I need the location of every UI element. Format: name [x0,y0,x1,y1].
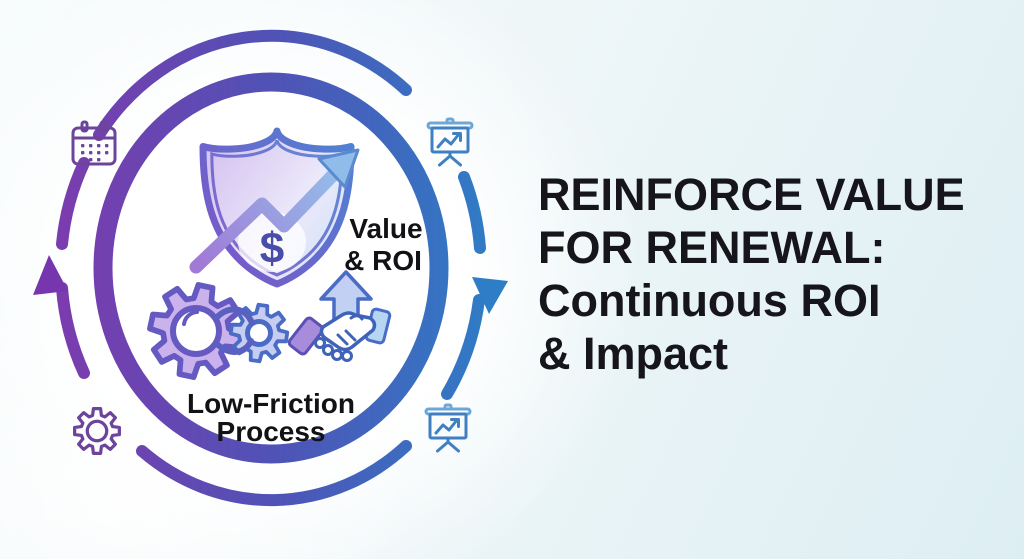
headline: REINFORCE VALUE FOR RENEWAL: Continuous … [538,168,1008,380]
value-roi-line2: & ROI [344,245,422,276]
gear-icon [73,407,121,455]
presentation-chart-icon-bottom [424,403,472,453]
cycle-arc-right-lower [441,294,485,400]
cycle-arc-left-lower [56,282,90,379]
gears-infinity-icon [142,277,293,385]
handshake-growth-icon [287,270,392,362]
large-gear-hole [170,305,222,357]
knuckles [314,337,353,362]
growth-arrow-shaft [189,167,341,274]
left-sleeve [287,316,325,356]
low-friction-label: Low-Friction Process [187,388,355,447]
low-friction-line2: Process [217,416,326,447]
shield-growth-arrow-icon: $ [189,127,360,288]
headline-line-4: & Impact [538,328,729,379]
dollar-sign: $ [260,224,284,273]
cycle-arc-right-upper [458,171,486,254]
headline-line-2: FOR RENEWAL: [538,222,886,273]
infinity-link-top [213,306,255,326]
up-arrowhead [33,255,68,295]
gear-hole-accent [182,310,199,326]
infinity-link-bottom [215,338,254,355]
down-arrowhead [472,277,508,314]
cycle-arc-top [93,29,412,141]
growth-arrowhead [317,148,360,189]
value-roi-line1: Value [349,213,422,244]
finger-lines [336,314,364,346]
headline-line-3: Continuous ROI [538,275,881,326]
calendar-icon [71,120,117,166]
outer-cycle-arrows [33,29,508,507]
value-roi-label: Value & ROI [344,213,422,276]
cycle-arc-left-upper [56,157,90,250]
cycle-diagram: $ [33,29,508,507]
small-gear-hole [245,319,273,347]
headline-line-1: REINFORCE VALUE [538,169,965,220]
low-friction-line1: Low-Friction [187,388,355,419]
presentation-chart-icon-top [426,117,474,167]
cycle-arc-bottom [136,440,412,507]
